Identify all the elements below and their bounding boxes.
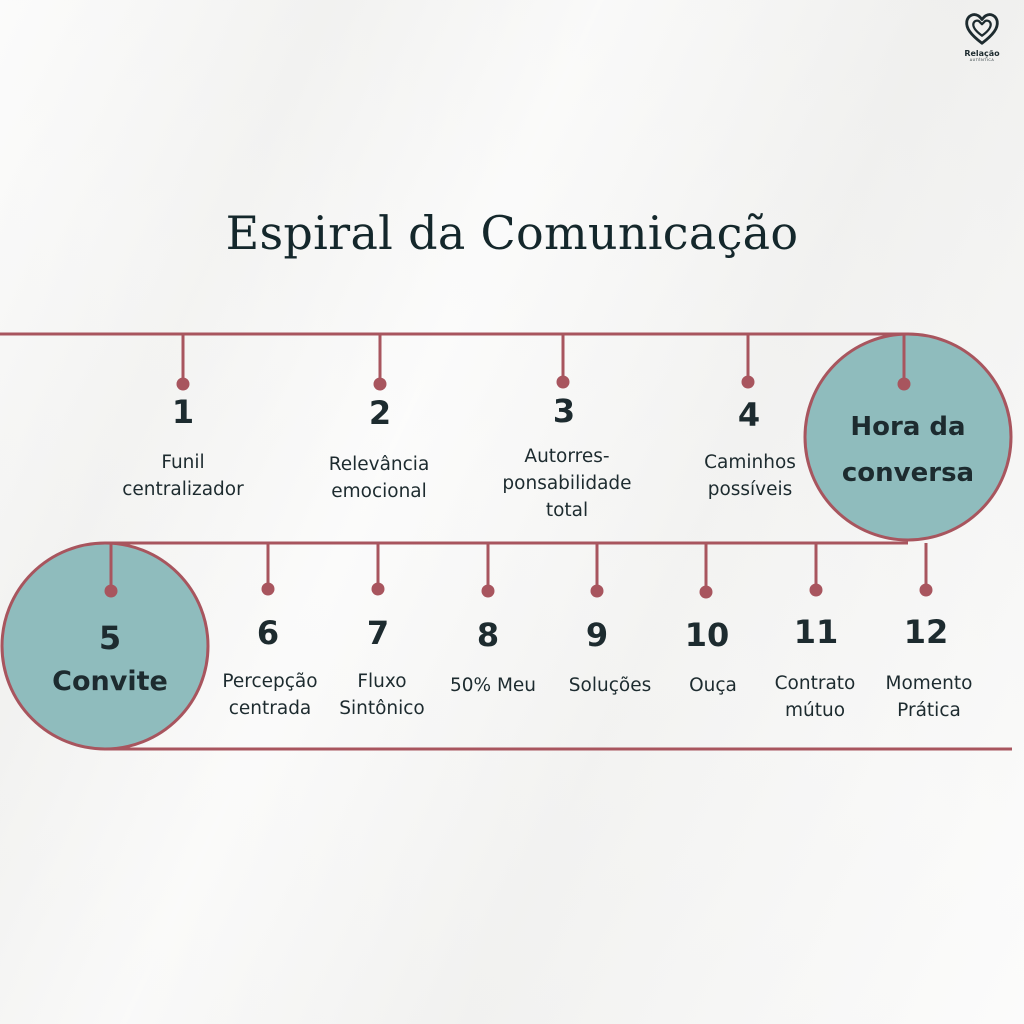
step-12-number: 12 — [903, 613, 949, 651]
step-12-label-line2: Prática — [897, 700, 961, 721]
step-5-label: Convite — [52, 666, 168, 697]
step-5-number: 5 — [98, 619, 122, 657]
step-4-label-line2: possíveis — [707, 479, 793, 500]
step-11-marker — [809, 583, 823, 597]
step-12-label: Momento Prática — [859, 670, 999, 724]
step-3-label: Autorres- ponsabilidade total — [497, 443, 637, 524]
step-3-label-line2: ponsabilidade — [502, 473, 632, 494]
brand-tagline: AUTÊNTICA — [969, 58, 995, 62]
step-10-label: Ouça — [643, 672, 783, 699]
step-7-marker — [371, 582, 385, 596]
step-6-number: 6 — [256, 614, 280, 652]
step-11-label: Contrato mútuo — [745, 670, 885, 724]
step-2-label: Relevância emocional — [309, 451, 449, 505]
step-7-label: Fluxo Sintônico — [312, 668, 452, 722]
step-4-label-line1: Caminhos — [704, 452, 796, 473]
step-10-marker — [699, 585, 713, 599]
step-9-label-line1: Soluções — [568, 675, 652, 696]
step-2-number: 2 — [368, 394, 392, 432]
step-7-label-line1: Fluxo — [357, 671, 407, 692]
step-11-label-line2: mútuo — [784, 700, 846, 721]
page-title: Espiral da Comunicação — [225, 206, 799, 260]
step-4-marker — [741, 375, 755, 389]
step-1-number: 1 — [171, 393, 195, 431]
step-2-label-line1: Relevância — [328, 454, 430, 475]
step-8-number: 8 — [476, 616, 500, 654]
step-7-label-line2: Sintônico — [339, 698, 425, 719]
step-5: 5 Convite — [10, 617, 210, 705]
step-4-label: Caminhos possíveis — [680, 449, 820, 503]
step-6-label: Percepção centrada — [200, 668, 340, 722]
brand-name: Relação — [964, 49, 1000, 58]
hub-marker — [897, 377, 911, 391]
heart-logo-icon — [965, 13, 999, 45]
step-6-label-line2: centrada — [228, 698, 312, 719]
step-8-label: 50% Meu — [423, 672, 563, 699]
step-5-marker — [104, 584, 118, 598]
step-4-number: 4 — [737, 396, 761, 434]
step-1-label-line2: centralizador — [122, 479, 244, 500]
step-7-number: 7 — [366, 614, 390, 652]
step-3-label-line3: total — [545, 500, 589, 521]
step-10-label-line1: Ouça — [689, 675, 737, 696]
step-12-marker — [919, 583, 933, 597]
step-1-label-line1: Funil — [161, 452, 205, 473]
step-9-marker — [590, 584, 604, 598]
step-3-label-line1: Autorres- — [524, 446, 610, 467]
hub-label: Hora da conversa — [808, 404, 1008, 496]
step-3-number: 3 — [552, 392, 576, 430]
hub-label-line1: Hora da — [850, 412, 966, 442]
step-2-marker — [373, 377, 387, 391]
step-8-marker — [481, 584, 495, 598]
step-9-number: 9 — [585, 616, 609, 654]
step-9-label: Soluções — [540, 672, 680, 699]
step-1-marker — [176, 377, 190, 391]
hub-label-line2: conversa — [841, 458, 975, 488]
step-3-marker — [556, 375, 570, 389]
step-11-number: 11 — [793, 613, 839, 651]
step-12-label-line1: Momento — [885, 673, 973, 694]
step-6-marker — [261, 582, 275, 596]
step-2-label-line2: emocional — [331, 481, 427, 502]
step-6-label-line1: Percepção — [222, 671, 318, 692]
step-1-label: Funil centralizador — [113, 449, 253, 503]
step-11-label-line1: Contrato — [774, 673, 856, 694]
brand-logo: Relação AUTÊNTICA — [954, 10, 1010, 62]
step-10-number: 10 — [684, 616, 730, 654]
step-8-label-line1: 50% Meu — [449, 675, 537, 696]
